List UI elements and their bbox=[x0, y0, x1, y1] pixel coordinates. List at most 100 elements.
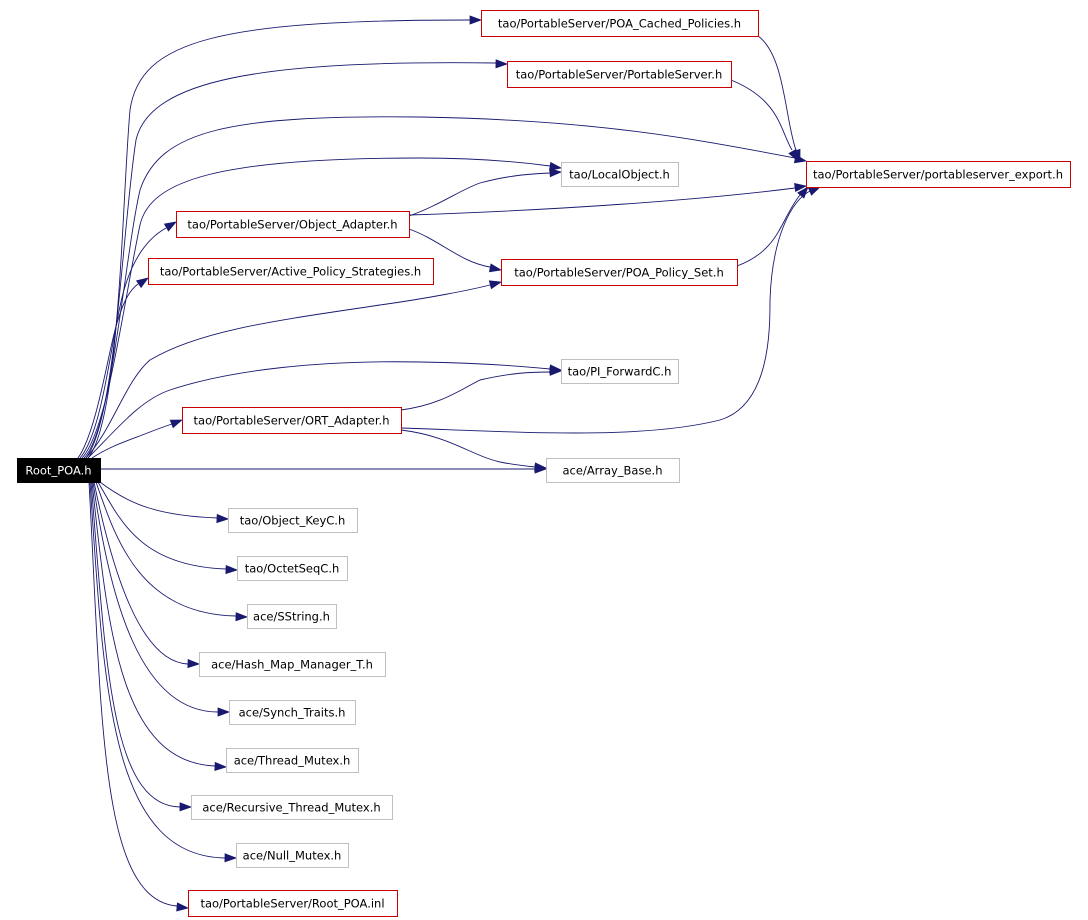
node-label: tao/PI_ForwardC.h bbox=[568, 365, 672, 379]
arrowhead bbox=[794, 182, 808, 193]
node-label: tao/PortableServer/Root_POA.inl bbox=[200, 897, 384, 911]
arrowhead bbox=[179, 802, 193, 812]
arrowhead bbox=[469, 15, 483, 25]
node-portableserver_export[interactable]: tao/PortableServer/portableserver_export… bbox=[806, 161, 1071, 188]
arrowhead bbox=[488, 263, 503, 273]
arrowhead bbox=[225, 564, 239, 575]
edge-root_poa_h-to-array_base bbox=[100, 464, 548, 474]
node-label: tao/PortableServer/Active_Policy_Strateg… bbox=[160, 265, 421, 279]
edge-root_poa_h-to-ort_adapter bbox=[91, 419, 184, 459]
arrowhead bbox=[169, 419, 184, 429]
node-label: tao/PortableServer/ORT_Adapter.h bbox=[194, 414, 390, 428]
node-label: tao/LocalObject.h bbox=[569, 168, 670, 182]
node-label: tao/PortableServer/PortableServer.h bbox=[516, 68, 722, 82]
edge-root_poa_h-to-object_adapter bbox=[79, 221, 178, 459]
edge-poa_cached_policies-to-portableserver_export bbox=[757, 35, 801, 163]
node-label: ace/Thread_Mutex.h bbox=[234, 754, 351, 768]
node-box bbox=[236, 843, 349, 868]
arrowhead bbox=[549, 161, 563, 171]
node-box bbox=[501, 259, 738, 286]
edge-root_poa_h-to-recursive_thread_mutex bbox=[90, 481, 193, 812]
node-localobject[interactable]: tao/LocalObject.h bbox=[561, 162, 679, 187]
arrowhead bbox=[217, 707, 231, 717]
node-box bbox=[148, 258, 434, 285]
node-pi_forwardc[interactable]: tao/PI_ForwardC.h bbox=[561, 359, 679, 384]
node-box bbox=[806, 161, 1071, 188]
arrowhead bbox=[495, 59, 509, 69]
node-object_keyc[interactable]: tao/Object_KeyC.h bbox=[228, 508, 358, 533]
node-recursive_thread_mutex[interactable]: ace/Recursive_Thread_Mutex.h bbox=[191, 795, 393, 820]
arrowhead bbox=[214, 761, 228, 772]
node-thread_mutex[interactable]: ace/Thread_Mutex.h bbox=[226, 748, 359, 773]
node-ort_adapter[interactable]: tao/PortableServer/ORT_Adapter.h bbox=[182, 407, 402, 434]
node-root_poa_h: Root_POA.h bbox=[17, 458, 101, 483]
edge-line bbox=[736, 194, 801, 267]
node-sstring[interactable]: ace/SString.h bbox=[247, 604, 337, 629]
node-portableserver_h[interactable]: tao/PortableServer/PortableServer.h bbox=[507, 61, 732, 88]
edge-line bbox=[97, 481, 227, 570]
edge-ort_adapter-to-portableserver_export bbox=[400, 186, 822, 434]
node-null_mutex[interactable]: ace/Null_Mutex.h bbox=[236, 843, 349, 868]
arrowhead bbox=[488, 280, 503, 290]
edge-line bbox=[83, 116, 796, 459]
edge-root_poa_h-to-sstring bbox=[95, 481, 249, 622]
arrowhead bbox=[797, 186, 809, 199]
arrowhead bbox=[534, 462, 548, 472]
edge-line bbox=[88, 481, 178, 907]
edge-root_poa_h-to-localobject bbox=[81, 157, 563, 459]
node-poa_cached_policies[interactable]: tao/PortableServer/POA_Cached_Policies.h bbox=[481, 10, 759, 37]
edge-root_poa_h-to-null_mutex bbox=[89, 481, 238, 863]
node-box bbox=[237, 556, 348, 581]
arrowhead bbox=[788, 148, 799, 163]
edge-line bbox=[85, 284, 491, 459]
edge-ort_adapter-to-array_base bbox=[400, 429, 548, 472]
node-box bbox=[188, 890, 398, 917]
edge-root_poa_h-to-thread_mutex bbox=[91, 481, 228, 772]
edge-line bbox=[757, 35, 797, 151]
edge-root_poa_h-to-synch_traits bbox=[92, 481, 231, 717]
edge-ort_adapter-to-pi_forwardc bbox=[400, 366, 563, 411]
node-label: tao/PortableServer/Object_Adapter.h bbox=[187, 218, 397, 232]
node-box bbox=[229, 700, 356, 725]
edge-line bbox=[85, 62, 497, 459]
arrowhead bbox=[807, 186, 822, 196]
edge-line bbox=[99, 481, 219, 519]
node-label: ace/Recursive_Thread_Mutex.h bbox=[202, 801, 380, 815]
edge-root_poa_h-to-active_policy_strategies bbox=[77, 277, 149, 459]
edge-object_adapter-to-portableserver_export bbox=[408, 182, 808, 216]
node-array_base[interactable]: ace/Array_Base.h bbox=[546, 458, 680, 483]
arrowhead bbox=[235, 612, 249, 622]
edge-root_poa_h-to-portableserver_export bbox=[83, 116, 808, 459]
edge-root_poa_h-to-octetseqc bbox=[97, 481, 239, 575]
node-object_adapter[interactable]: tao/PortableServer/Object_Adapter.h bbox=[176, 211, 410, 238]
edge-line bbox=[408, 228, 491, 268]
edge-line bbox=[91, 481, 216, 767]
edge-root_poa_h-to-hash_map_manager bbox=[93, 481, 201, 669]
edges-layer bbox=[77, 15, 822, 912]
node-synch_traits[interactable]: ace/Synch_Traits.h bbox=[229, 700, 356, 725]
arrowhead bbox=[176, 902, 190, 912]
node-box bbox=[507, 61, 732, 88]
edge-root_poa_h-to-poa_policy_set bbox=[85, 280, 503, 459]
node-box bbox=[561, 162, 679, 187]
node-octetseqc[interactable]: tao/OctetSeqC.h bbox=[237, 556, 348, 581]
node-root_poa_inl[interactable]: tao/PortableServer/Root_POA.inl bbox=[188, 890, 398, 917]
arrowhead bbox=[216, 513, 230, 524]
node-box bbox=[199, 652, 386, 677]
arrowhead bbox=[163, 221, 178, 232]
edge-line bbox=[77, 283, 139, 459]
node-hash_map_manager[interactable]: ace/Hash_Map_Manager_T.h bbox=[199, 652, 386, 677]
node-box bbox=[228, 508, 358, 533]
edge-line bbox=[400, 429, 536, 468]
edge-root_poa_h-to-object_keyc bbox=[99, 481, 230, 524]
node-label: ace/Hash_Map_Manager_T.h bbox=[211, 658, 373, 672]
edge-line bbox=[408, 172, 551, 217]
node-label: ace/Synch_Traits.h bbox=[239, 706, 346, 720]
edge-object_adapter-to-poa_policy_set bbox=[408, 228, 503, 273]
edge-line bbox=[730, 79, 793, 151]
node-active_policy_strategies[interactable]: tao/PortableServer/Active_Policy_Strateg… bbox=[148, 258, 434, 285]
node-poa_policy_set[interactable]: tao/PortableServer/POA_Policy_Set.h bbox=[501, 259, 738, 286]
edge-object_adapter-to-localobject bbox=[408, 168, 563, 217]
node-label: tao/PortableServer/POA_Policy_Set.h bbox=[514, 266, 724, 280]
